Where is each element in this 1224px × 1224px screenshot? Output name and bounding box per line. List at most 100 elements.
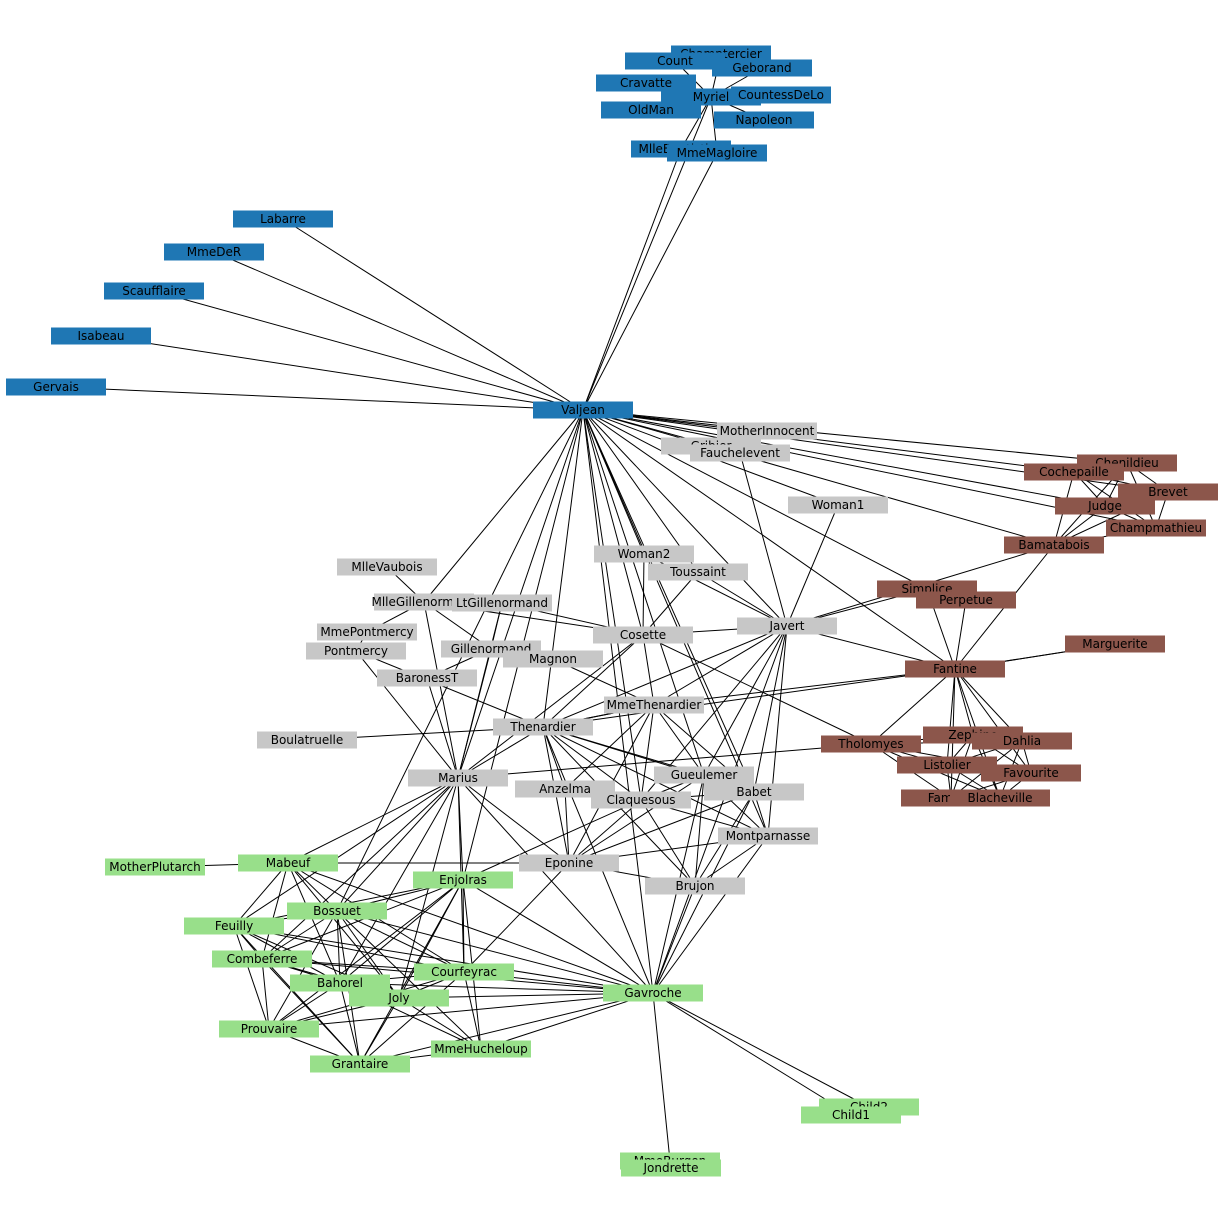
node-mabeuf: Mabeuf — [238, 854, 338, 872]
node-perpetue: Perpetue — [916, 591, 1016, 609]
node-box — [712, 59, 812, 77]
node-label: Pontmercy — [324, 644, 388, 658]
edge-fantine-tholomyes — [870, 668, 956, 745]
node-enjolras: Enjolras — [413, 871, 513, 889]
edge-feuilly-marius — [233, 777, 459, 927]
edge-gavroche-enjolras — [462, 879, 654, 994]
node-box — [601, 101, 701, 119]
edge-babet-eponine — [568, 791, 755, 864]
edge-marius-lt-gillenormand — [457, 602, 503, 779]
edge-gavroche-javert — [652, 625, 788, 994]
node-label: MmePontmercy — [320, 625, 413, 639]
edge-marius-cosette — [457, 634, 644, 779]
node-box — [105, 858, 205, 876]
edge-bossuet-prouvaire — [268, 910, 338, 1030]
edge-valjean-mme-de-r — [213, 251, 584, 411]
node-label: Eponine — [545, 856, 593, 870]
node-box — [184, 917, 284, 935]
node-box — [591, 791, 691, 809]
edge-claquesous-thenardier — [542, 726, 642, 801]
node-label: Marguerite — [1082, 637, 1147, 651]
node-box — [164, 243, 264, 261]
edge-toussaint-cosette — [642, 571, 699, 636]
edge-claquesous-eponine — [568, 799, 642, 864]
node-thenardier: Thenardier — [493, 718, 593, 736]
node-mme-de-r: MmeDeR — [164, 243, 264, 261]
node-old-man: OldMan — [601, 101, 701, 119]
node-box — [317, 623, 417, 641]
node-mlle-vaubois: MlleVaubois — [337, 558, 437, 576]
node-box — [905, 660, 1005, 678]
node-label: Cravatte — [620, 76, 672, 90]
node-label: Myriel — [693, 90, 729, 104]
edge-bamatabois-valjean — [582, 409, 1055, 546]
node-countess-de-lo: CountessDeLo — [731, 86, 831, 104]
edge-claquesous-enjolras — [462, 799, 642, 881]
edge-marius-valjean — [457, 409, 584, 779]
node-label: Bamatabois — [1018, 538, 1089, 552]
node-box — [310, 1055, 410, 1073]
node-box — [593, 626, 693, 644]
node-label: Montparnasse — [726, 829, 811, 843]
node-box — [645, 877, 745, 895]
node-label: Labarre — [260, 212, 306, 226]
node-bossuet: Bossuet — [287, 902, 387, 920]
node-label: Toussaint — [669, 565, 726, 579]
node-geborand: Geborand — [712, 59, 812, 77]
node-label: Valjean — [561, 403, 605, 417]
edge-gavroche-grantaire — [359, 992, 654, 1065]
edge-montparnasse-javert — [767, 625, 788, 837]
node-montparnasse: Montparnasse — [718, 827, 818, 845]
node-mme-thenardier: MmeThenardier — [604, 696, 704, 714]
edge-mme-hucheloup-bossuet — [336, 910, 482, 1050]
node-boulatruelle: Boulatruelle — [257, 731, 357, 749]
node-label: MlleGillenormand — [371, 595, 476, 609]
node-label: Thenardier — [509, 720, 575, 734]
edge-valjean-mme-magloire — [582, 152, 718, 411]
node-toussaint: Toussaint — [648, 563, 748, 581]
node-box — [603, 984, 703, 1002]
node-prouvaire: Prouvaire — [219, 1020, 319, 1038]
node-dahlia: Dahlia — [972, 732, 1072, 750]
node-label: Joly — [387, 991, 409, 1005]
node-box — [621, 1159, 721, 1177]
node-box — [257, 731, 357, 749]
edge-woman2-cosette — [642, 553, 645, 636]
node-box — [981, 764, 1081, 782]
node-gavroche: Gavroche — [603, 984, 703, 1002]
node-box — [503, 650, 603, 668]
edge-bossuet-marius — [336, 777, 459, 912]
node-box — [1106, 519, 1206, 537]
node-box — [731, 86, 831, 104]
edge-thenardier-fantine — [542, 668, 956, 728]
node-label: Grantaire — [332, 1057, 389, 1071]
edge-gueulemer-mme-thenardier — [653, 704, 705, 776]
node-box — [431, 1040, 531, 1058]
edge-baroness-t-marius — [426, 677, 459, 779]
edge-perpetue-fantine — [954, 599, 967, 670]
node-mme-hucheloup: MmeHucheloup — [431, 1040, 531, 1058]
node-label: Mabeuf — [266, 856, 311, 870]
node-scaufflaire: Scaufflaire — [104, 282, 204, 300]
node-box — [349, 989, 449, 1007]
edge-bossuet-courfeyrac — [336, 910, 465, 973]
edge-grantaire-joly — [359, 997, 400, 1065]
node-label: LtGillenormand — [456, 596, 548, 610]
node-woman1: Woman1 — [788, 496, 888, 514]
node-valjean: Valjean — [533, 401, 633, 419]
edge-prouvaire-enjolras — [268, 879, 464, 1030]
node-label: Count — [657, 54, 693, 68]
edge-prouvaire-combeferre — [261, 958, 270, 1030]
node-label: Marius — [438, 771, 478, 785]
edge-bahorel-mabeuf — [287, 862, 341, 984]
node-box — [916, 591, 1016, 609]
edge-javert-valjean — [582, 409, 788, 627]
edge-fantine-favourite — [954, 668, 1032, 774]
node-label: Listolier — [923, 758, 970, 772]
node-tholomyes: Tholomyes — [821, 735, 921, 753]
node-marius: Marius — [408, 769, 508, 787]
node-babet: Babet — [704, 783, 804, 801]
node-label: Gervais — [33, 380, 79, 394]
edge-marius-pontmercy — [355, 650, 459, 779]
edge-gavroche-bahorel — [339, 982, 654, 994]
